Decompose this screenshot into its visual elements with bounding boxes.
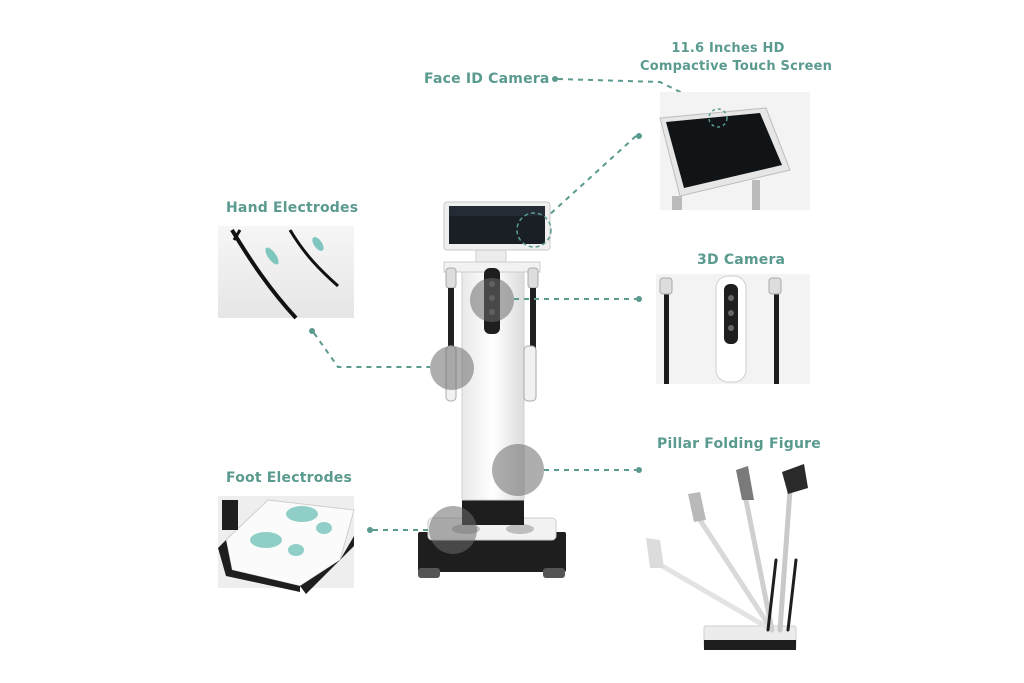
face-id-camera-label: Face ID Camera xyxy=(424,71,550,87)
callout-circles xyxy=(429,212,552,554)
camera-3d-label: 3D Camera xyxy=(697,252,786,268)
touch-screen-panel xyxy=(659,92,810,210)
foot-electrodes-label: Foot Electrodes xyxy=(226,470,353,486)
pillar-folding-figure xyxy=(646,464,808,650)
foot-electrodes-panel xyxy=(218,496,355,594)
hand-electrodes-panel xyxy=(218,226,354,320)
touch-screen-label: 11.6 Inches HD Compactive Touch Screen xyxy=(640,40,833,76)
hand-electrodes-label: Hand Electrodes xyxy=(226,200,359,216)
touch-screen-label-line1: 11.6 Inches HD xyxy=(671,41,785,56)
camera-3d-panel xyxy=(656,274,810,384)
pillar-folding-label: Pillar Folding Figure xyxy=(657,436,821,452)
touch-screen-label-line2: Compactive Touch Screen xyxy=(640,59,833,74)
